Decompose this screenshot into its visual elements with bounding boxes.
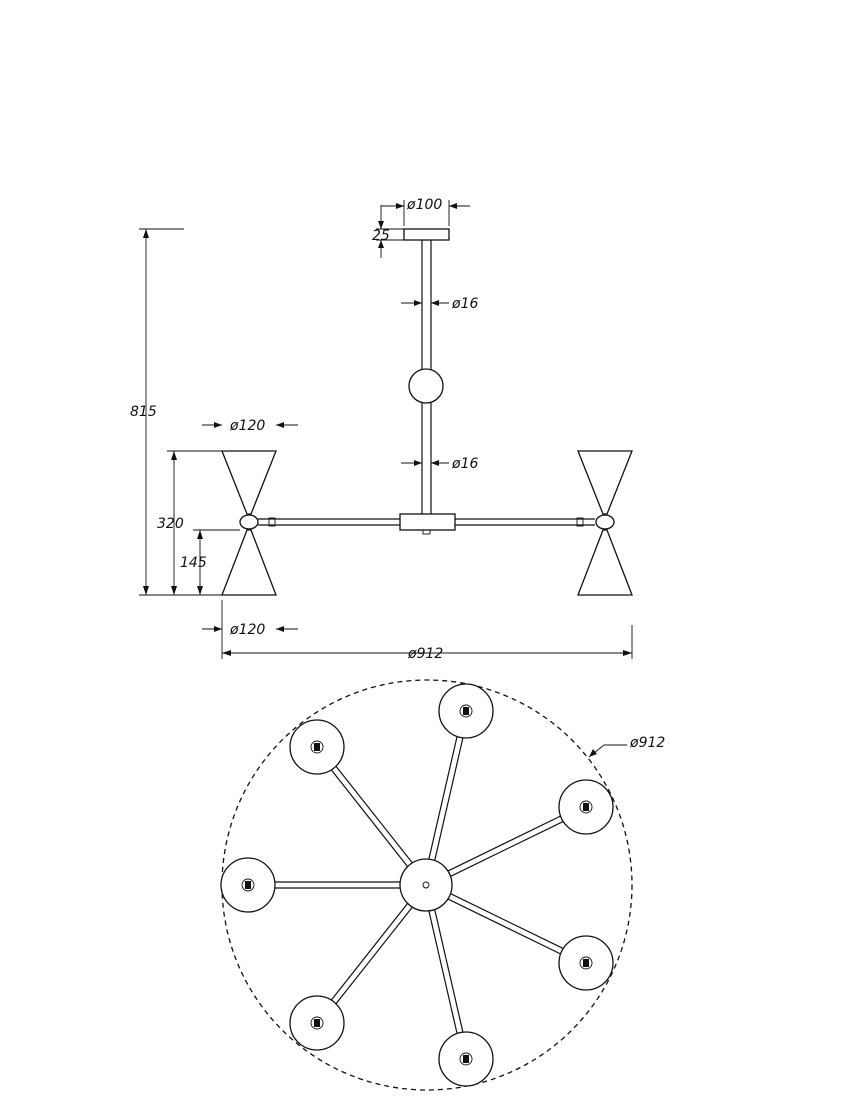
dim-rod-upper-label: ø16 bbox=[451, 296, 478, 312]
dim-overall-height bbox=[139, 228, 222, 596]
side-view: ø100 25 ø16 ø16 bbox=[130, 197, 633, 662]
dim-overall-width bbox=[221, 600, 633, 659]
dim-canopy-height-label: 25 bbox=[372, 228, 390, 244]
dim-outer-diameter-label: ø912 bbox=[629, 735, 665, 751]
heads-group bbox=[220, 683, 614, 1087]
arm-line bbox=[330, 769, 409, 867]
hub-finial bbox=[422, 529, 431, 535]
dim-shade-height bbox=[167, 450, 222, 595]
bulb-socket-icon bbox=[579, 956, 593, 970]
dim-shade-bottom-label: ø120 bbox=[229, 622, 265, 638]
dim-lower-height bbox=[193, 529, 240, 595]
dim-overall-height-label: 815 bbox=[130, 404, 157, 420]
arm-line bbox=[447, 898, 561, 955]
arm-line bbox=[450, 893, 564, 950]
dim-outer-diameter-leader bbox=[588, 744, 627, 758]
lower-rod bbox=[421, 403, 432, 514]
arm-line bbox=[428, 910, 458, 1034]
right-shade bbox=[577, 450, 633, 596]
bulb-icon bbox=[314, 1019, 320, 1027]
arm-line bbox=[434, 737, 464, 861]
dim-overall-width-label: ø912 bbox=[407, 646, 443, 662]
bulb-icon bbox=[463, 1055, 469, 1063]
bulb-icon bbox=[583, 803, 589, 811]
arm-line bbox=[428, 736, 458, 860]
bulb-socket-icon bbox=[459, 1052, 473, 1066]
arm-line bbox=[447, 815, 561, 872]
dim-shade-top bbox=[202, 422, 298, 428]
central-hub bbox=[399, 513, 456, 531]
arm-line bbox=[434, 909, 464, 1033]
top-view: ø912 bbox=[220, 679, 665, 1091]
bulb-socket-icon bbox=[310, 1016, 324, 1030]
bulb-socket-icon bbox=[310, 740, 324, 754]
upper-rod bbox=[421, 240, 432, 371]
dim-rod-lower-label: ø16 bbox=[451, 456, 478, 472]
dim-shade-bottom bbox=[202, 626, 298, 632]
dim-shade-height-label: 320 bbox=[157, 516, 184, 532]
left-shade bbox=[221, 450, 277, 596]
dim-shade-top-label: ø120 bbox=[229, 418, 265, 434]
bulb-icon bbox=[245, 881, 251, 889]
dim-lower-height-label: 145 bbox=[180, 555, 207, 571]
center-hub bbox=[399, 858, 453, 912]
arm-line bbox=[450, 820, 564, 877]
ceiling-canopy bbox=[403, 228, 450, 241]
arms-group bbox=[275, 736, 564, 1034]
horizontal-arm bbox=[258, 517, 595, 527]
dim-canopy-diameter bbox=[381, 200, 470, 226]
ball-joint bbox=[408, 368, 444, 404]
bulb-socket-icon bbox=[459, 704, 473, 718]
bulb-icon bbox=[314, 743, 320, 751]
arm-line bbox=[335, 765, 413, 864]
dim-canopy-diameter-label: ø100 bbox=[406, 197, 442, 213]
dim-canopy-height bbox=[376, 205, 404, 258]
center-hole bbox=[422, 881, 430, 889]
arm-line bbox=[335, 906, 413, 1005]
bulb-icon bbox=[583, 959, 589, 967]
bulb-icon bbox=[463, 707, 469, 715]
dim-rod-lower bbox=[401, 460, 449, 466]
bulb-socket-icon bbox=[579, 800, 593, 814]
dim-rod-upper bbox=[401, 300, 449, 306]
bulb-socket-icon bbox=[241, 878, 255, 892]
arm-line bbox=[330, 903, 409, 1001]
